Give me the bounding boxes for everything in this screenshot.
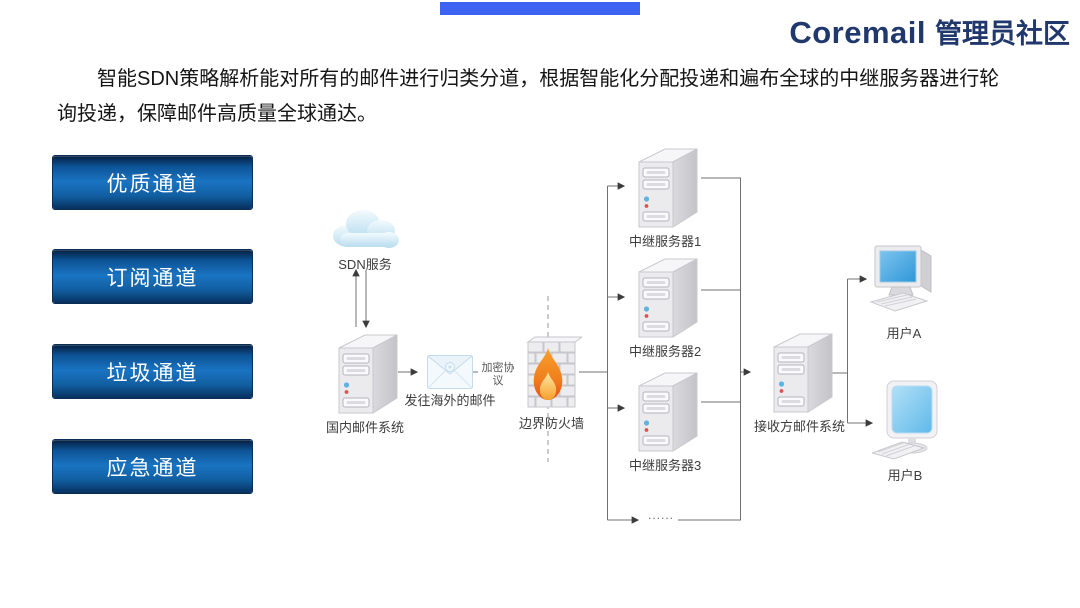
node-domestic-mail-system: 国内邮件系统	[326, 332, 404, 436]
server-icon	[629, 146, 701, 230]
envelope-icon	[427, 355, 473, 389]
node-label: 中继服务器3	[629, 458, 702, 473]
node-label: 用户A	[886, 326, 922, 341]
node-label: 用户B	[887, 468, 923, 483]
node-outbound-mail: 发往海外的邮件	[402, 355, 498, 409]
cloud-icon	[327, 203, 403, 253]
node-sdn-service: SDN服务	[327, 203, 403, 273]
node-label: 中继服务器2	[629, 344, 702, 359]
channel-button-spam[interactable]: 垃圾通道	[53, 345, 252, 398]
node-label: SDN服务	[338, 257, 392, 272]
node-user-b: 用户B	[872, 380, 938, 484]
node-relay-server-1: 中继服务器1	[629, 146, 701, 250]
node-label: 中继服务器1	[629, 234, 702, 249]
brand-name: Coremail	[789, 15, 926, 50]
server-icon	[629, 370, 701, 454]
desktop-computer-icon	[869, 242, 939, 322]
firewall-icon	[522, 334, 582, 412]
brand-logo: Coremail 管理员社区	[789, 12, 1070, 51]
intro-paragraph: 智能SDN策略解析能对所有的邮件进行归类分道，根据智能化分配投递和遍布全球的中继…	[57, 68, 1000, 125]
channel-button-premium[interactable]: 优质通道	[53, 156, 252, 209]
brand-suffix: 管理员社区	[935, 19, 1070, 49]
server-icon	[329, 332, 401, 416]
channel-button-emergency[interactable]: 应急通道	[53, 440, 252, 493]
node-label: 发往海外的邮件	[404, 393, 496, 408]
monitor-icon	[872, 380, 938, 464]
node-relay-server-2: 中继服务器2	[629, 256, 701, 360]
node-label: 边界防火墙	[519, 416, 585, 431]
server-icon	[629, 256, 701, 340]
server-icon	[764, 331, 836, 415]
node-user-a: 用户A	[869, 242, 939, 342]
node-receiver-mail-system: 接收方邮件系统	[754, 331, 845, 435]
encryption-protocol-label: 加密协议	[478, 362, 518, 388]
node-relay-server-3: 中继服务器3	[629, 370, 701, 474]
node-label: 国内邮件系统	[326, 420, 405, 435]
top-accent-bar	[440, 2, 640, 15]
more-relays-ellipsis: ......	[647, 508, 674, 522]
channel-button-subscription[interactable]: 订阅通道	[53, 250, 252, 303]
node-label: 接收方邮件系统	[754, 419, 846, 434]
node-border-firewall: 边界防火墙	[519, 334, 584, 432]
